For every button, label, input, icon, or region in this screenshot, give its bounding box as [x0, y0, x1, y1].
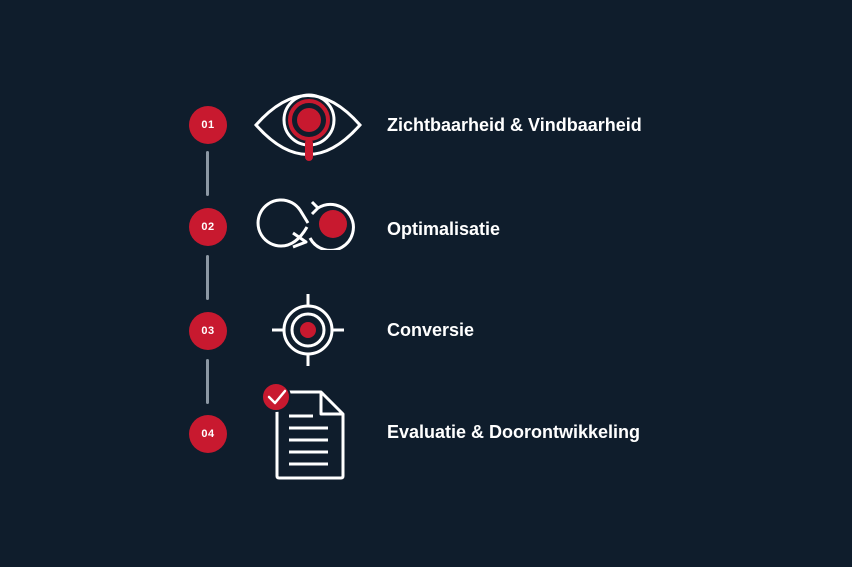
step-label-3: Conversie — [387, 320, 475, 340]
checked-document-icon — [261, 382, 345, 480]
step-number-badge-4: 04 — [189, 415, 227, 453]
eye-magnifier-icon — [253, 93, 363, 161]
step-number-badge-3: 03 — [189, 312, 227, 350]
step-label-1: Zichtbaarheid & Vindbaarheid — [387, 115, 642, 135]
step-number-badge-1: 01 — [189, 106, 227, 144]
connector-line-2-3 — [206, 255, 209, 300]
step-label-4: Evaluatie & Doorontwikkeling — [387, 422, 641, 442]
infinity-loop-icon — [256, 198, 355, 250]
step-number-badge-2: 02 — [189, 208, 227, 246]
connector-line-1-2 — [206, 151, 209, 196]
target-crosshair-icon — [272, 294, 344, 366]
connector-line-3-4 — [206, 359, 209, 404]
step-label-2: Optimalisatie — [387, 219, 501, 239]
